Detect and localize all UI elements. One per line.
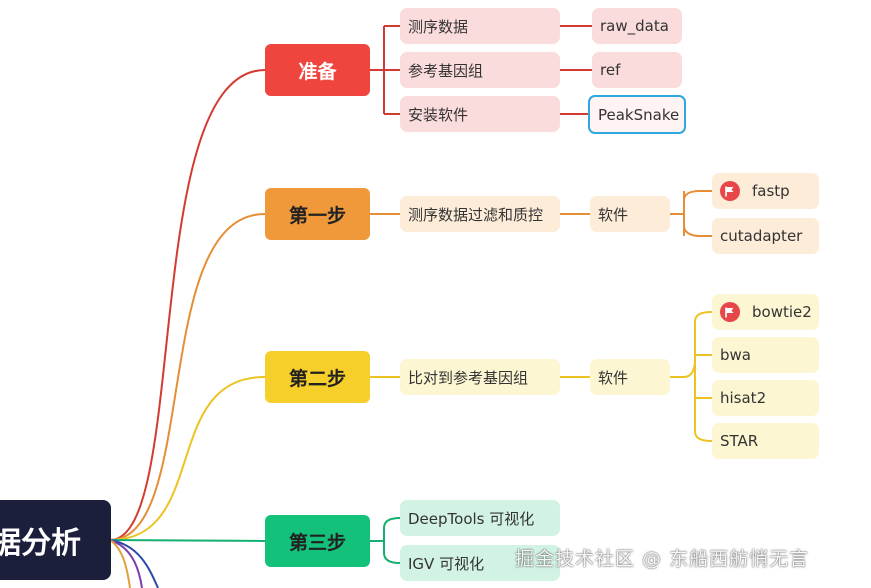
node-label: cutadapter bbox=[720, 227, 803, 245]
mindmap-root[interactable]: 据分析 bbox=[0, 500, 111, 580]
node-tool-star[interactable]: STAR bbox=[712, 423, 819, 459]
step-one[interactable]: 第一步 bbox=[265, 188, 370, 240]
step-one-label: 第一步 bbox=[288, 204, 346, 227]
flag-icon bbox=[720, 181, 740, 201]
node-align-task[interactable]: 比对到参考基因组 bbox=[400, 359, 560, 395]
node-label: bowtie2 bbox=[752, 303, 812, 321]
node-label: ref bbox=[600, 61, 621, 79]
node-install-software[interactable]: 安装软件 bbox=[400, 96, 560, 132]
node-label: 参考基因组 bbox=[408, 61, 484, 80]
watermark: 掘金技术社区 @ 东船西舫悄无言 bbox=[515, 548, 810, 570]
node-tool-bwa[interactable]: bwa bbox=[712, 337, 819, 373]
node-label: 软件 bbox=[598, 205, 629, 224]
node-peaksnake[interactable]: PeakSnake bbox=[588, 95, 686, 134]
node-label: 测序数据过滤和质控 bbox=[408, 205, 544, 224]
node-label: bwa bbox=[720, 346, 751, 364]
step-two-label: 第二步 bbox=[288, 367, 346, 390]
node-raw-data[interactable]: raw_data bbox=[592, 8, 682, 44]
node-deeptools[interactable]: DeepTools 可视化 bbox=[400, 500, 560, 536]
node-software-2[interactable]: 软件 bbox=[590, 359, 670, 395]
flag-icon bbox=[720, 302, 740, 322]
node-tool-cutadapter[interactable]: cutadapter bbox=[712, 218, 819, 254]
root-label: 据分析 bbox=[0, 526, 81, 561]
node-tool-bowtie2[interactable]: bowtie2 bbox=[712, 294, 819, 330]
node-label: 测序数据 bbox=[408, 17, 469, 36]
node-label: 软件 bbox=[598, 368, 629, 387]
node-label: raw_data bbox=[600, 17, 669, 35]
node-qc-task[interactable]: 测序数据过滤和质控 bbox=[400, 196, 560, 232]
node-label: fastp bbox=[752, 182, 790, 200]
step-prepare-label: 准备 bbox=[298, 60, 337, 83]
node-ref[interactable]: ref bbox=[592, 52, 682, 88]
node-sequencing-data[interactable]: 测序数据 bbox=[400, 8, 560, 44]
step-three[interactable]: 第三步 bbox=[265, 515, 370, 567]
step-three-label: 第三步 bbox=[288, 531, 346, 554]
node-reference-genome[interactable]: 参考基因组 bbox=[400, 52, 560, 88]
node-label: DeepTools 可视化 bbox=[408, 509, 535, 528]
node-igv[interactable]: IGV 可视化 bbox=[400, 545, 560, 581]
node-software-1[interactable]: 软件 bbox=[590, 196, 670, 232]
node-label: STAR bbox=[720, 432, 759, 450]
node-label: 比对到参考基因组 bbox=[408, 368, 529, 387]
step-prepare[interactable]: 准备 bbox=[265, 44, 370, 96]
node-label: IGV 可视化 bbox=[408, 554, 485, 573]
step-two[interactable]: 第二步 bbox=[265, 351, 370, 403]
node-tool-fastp[interactable]: fastp bbox=[712, 173, 819, 209]
node-label: PeakSnake bbox=[598, 105, 680, 124]
node-tool-hisat2[interactable]: hisat2 bbox=[712, 380, 819, 416]
node-label: hisat2 bbox=[720, 389, 767, 407]
node-label: 安装软件 bbox=[408, 105, 469, 124]
